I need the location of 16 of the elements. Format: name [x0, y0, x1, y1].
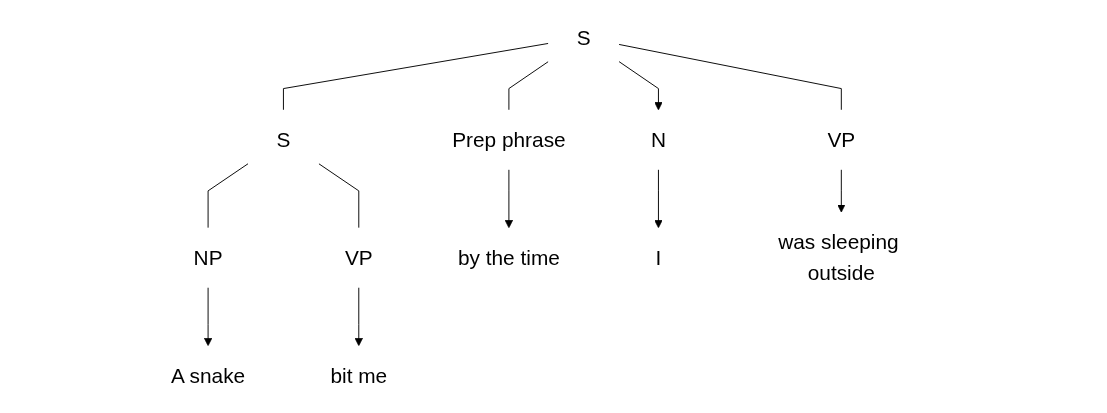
node-text: S	[276, 127, 291, 152]
node-text: was sleeping outside	[778, 230, 899, 286]
connector	[207, 163, 249, 229]
node-text: NP	[193, 245, 223, 270]
connector	[282, 42, 549, 111]
node-text: A snake	[170, 363, 246, 388]
node-text: by the time	[457, 245, 560, 270]
node-text: VP	[344, 245, 373, 270]
node-text: S	[576, 25, 591, 50]
connector	[318, 163, 360, 229]
node-text: I	[655, 245, 662, 270]
node-text: Prep phrase	[452, 127, 566, 152]
connector	[508, 61, 549, 111]
node-text: VP	[827, 127, 856, 152]
node-text: bit me	[330, 363, 388, 388]
node-text: N	[650, 127, 666, 152]
